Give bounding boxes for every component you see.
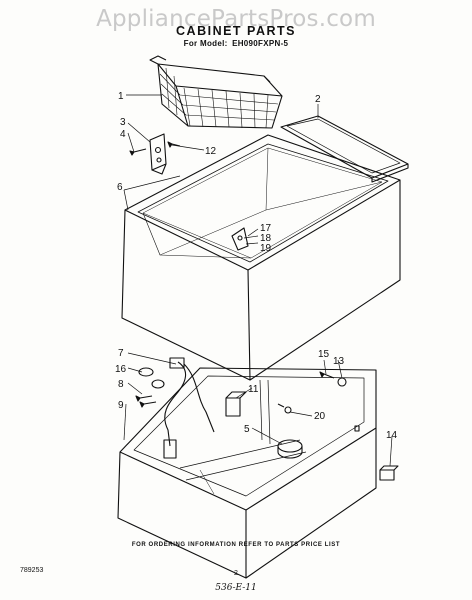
callout-labels: 1 2 3 4 12 6 17 18 19 7 16 8 9 11 15 13 … [115,91,398,441]
callout-11: 11 [248,384,259,395]
lid-gasket-part [280,115,409,183]
callout-12: 12 [205,146,217,157]
hinge-assembly-part [129,133,181,175]
callout-16: 16 [115,364,127,375]
callout-8: 8 [118,379,124,390]
callout-2: 2 [315,94,321,105]
callout-17: 17 [260,223,272,234]
base-compartment [117,367,399,579]
callout-9: 9 [118,400,124,411]
handwritten-note: 536-E-11 [215,583,257,593]
basket-part [149,55,283,129]
callout-18: 18 [260,233,272,244]
leader-lines [123,94,393,467]
callout-7: 7 [118,348,124,359]
callout-1: 1 [118,91,124,102]
page-title: CABINET PARTS [176,24,296,38]
wiring-harness-part [135,357,215,459]
ordering-note: FOR ORDERING INFORMATION REFER TO PARTS … [131,542,341,548]
callout-4: 4 [120,129,126,140]
callout-13: 13 [333,356,345,367]
callout-14: 14 [386,430,398,441]
page-number: 2 [234,570,238,577]
watermark: AppliancePartsPros.com [96,6,376,32]
callout-3: 3 [120,117,126,128]
model-label: For Model: [183,39,228,48]
callout-6: 6 [117,182,123,193]
callout-15: 15 [318,349,330,360]
cabinet-body [121,134,401,381]
model-line: For Model: EH090FXPN-5 [0,39,472,48]
model-number: EH090FXPN-5 [232,39,289,48]
callout-19: 19 [260,243,272,254]
callout-20: 20 [314,411,326,422]
callout-5: 5 [244,424,250,435]
publication-number: 789253 [20,567,44,574]
